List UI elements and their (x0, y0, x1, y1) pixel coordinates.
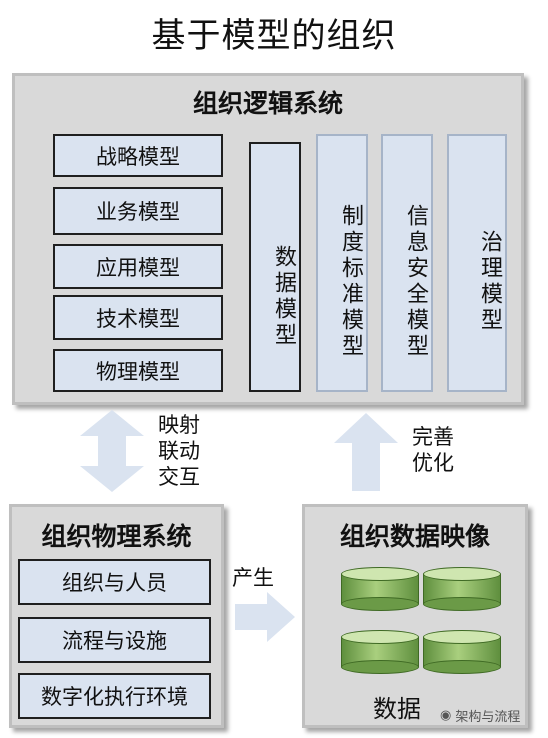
physical-system-panel: 组织物理系统 组织与人员 流程与设施 数字化执行环境 (9, 504, 224, 728)
right-arrow (235, 592, 295, 642)
bidirectional-arrow (80, 410, 144, 492)
process-facilities-box: 流程与设施 (18, 617, 211, 663)
data-label: 数据 (373, 695, 421, 723)
data-image-panel: 组织数据映像 数据 (302, 504, 528, 728)
org-people-box: 组织与人员 (18, 559, 211, 605)
optimize-label-line: 完善 (412, 425, 454, 449)
database-icon (341, 630, 419, 674)
watermark: ◉ 架构与流程 (440, 706, 520, 725)
mapping-label-line: 映射 (158, 413, 200, 437)
watermark-text: 架构与流程 (455, 710, 521, 725)
digital-execution-box: 数字化执行环境 (18, 673, 211, 719)
business-model-box: 业务模型 (53, 187, 223, 235)
governance-model-box: 治理模型 (447, 134, 507, 392)
logic-system-title: 组织逻辑系统 (192, 89, 343, 118)
mapping-label-line: 联动 (158, 439, 200, 463)
physical-system-title: 组织物理系统 (41, 522, 192, 551)
standards-model-box: 制度标准模型 (316, 134, 368, 392)
database-icon (341, 567, 419, 611)
produce-label: 产生 (232, 566, 274, 590)
strategy-model-box: 战略模型 (53, 134, 223, 177)
optimize-label: 完善 优化 (412, 424, 454, 476)
wechat-icon: ◉ (440, 708, 452, 723)
mapping-label-line: 交互 (158, 465, 200, 489)
logic-system-panel: 组织逻辑系统 战略模型 业务模型 应用模型 技术模型 物理模型 数据模型 制度标… (12, 73, 524, 405)
technology-model-box: 技术模型 (53, 295, 223, 340)
database-icon (423, 567, 501, 611)
mapping-label: 映射 联动 交互 (158, 412, 200, 490)
security-model-box: 信息安全模型 (381, 134, 433, 392)
database-icon (423, 630, 501, 674)
optimize-label-line: 优化 (412, 451, 454, 475)
data-model-box: 数据模型 (249, 142, 301, 392)
up-arrow (334, 413, 398, 491)
diagram-title: 基于模型的组织 (151, 16, 397, 56)
data-image-title: 组织数据映像 (339, 522, 490, 551)
application-model-box: 应用模型 (53, 244, 223, 289)
physical-model-box: 物理模型 (53, 349, 223, 392)
